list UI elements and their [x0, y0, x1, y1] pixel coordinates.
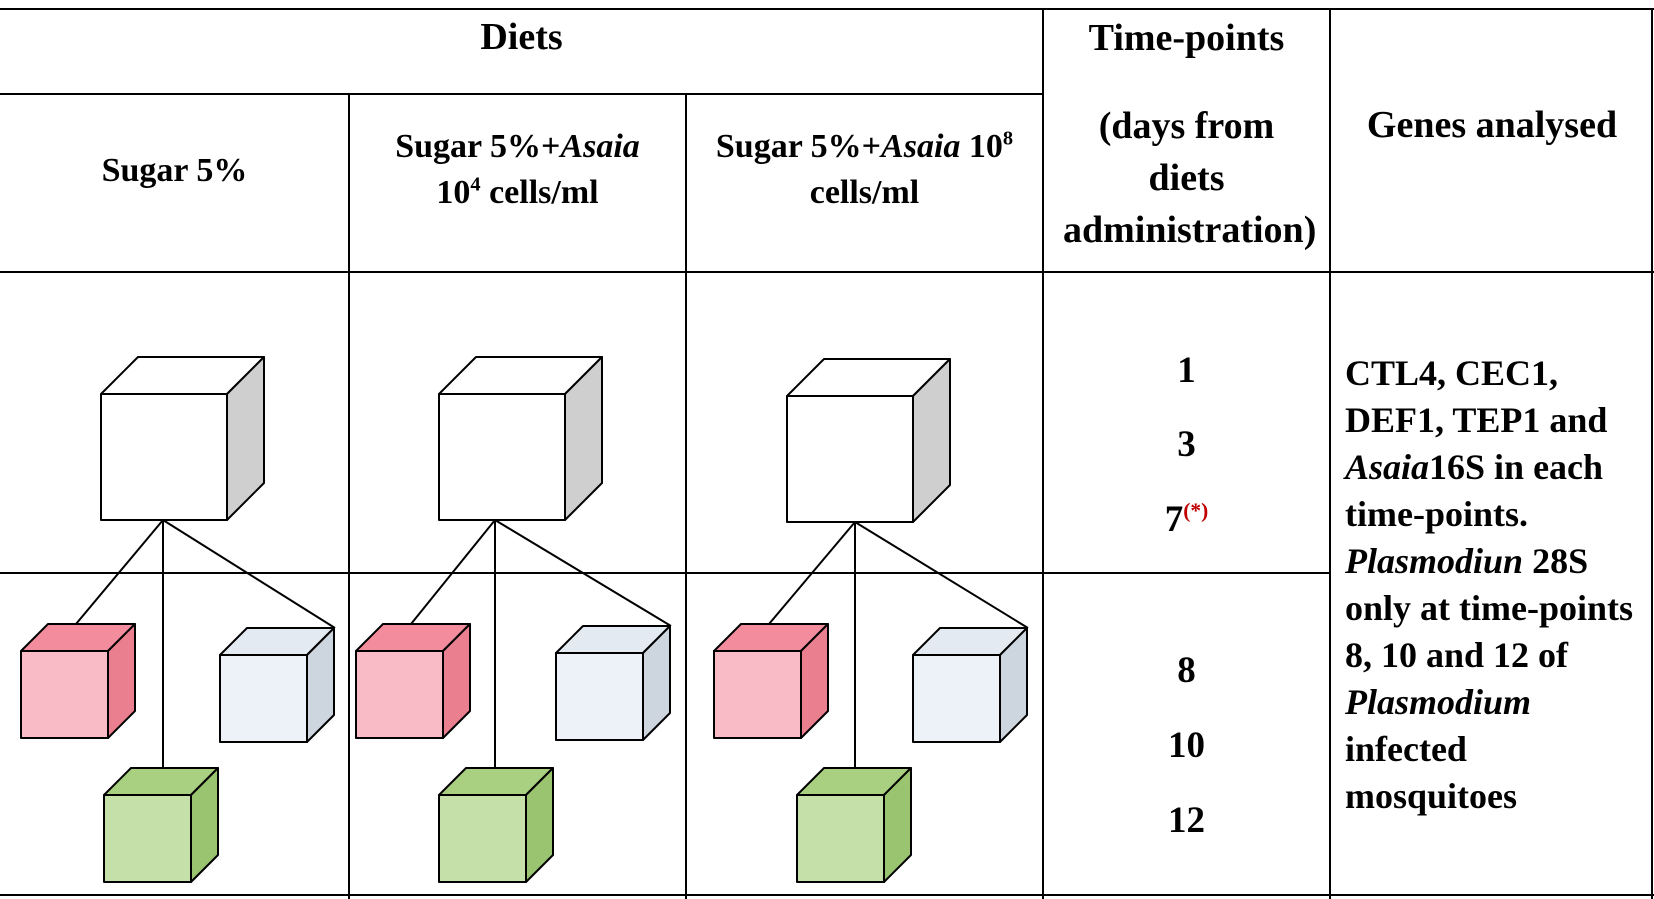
- genes-text-part3: 28S only at time-points 8, 10 and 12 of: [1345, 541, 1633, 675]
- diet-3-pink-cube-front: [713, 650, 802, 739]
- diet-asaia-high-label: Sugar 5%+Asaia 108 cells/ml: [686, 124, 1043, 216]
- diet-2-blue-cube-front: [555, 652, 644, 741]
- timepoints-header-line1: Time-points: [1088, 17, 1285, 59]
- diet-asaia-high-italic: Asaia: [881, 128, 961, 165]
- genes-text-italic2: Plasmodiun: [1345, 541, 1524, 581]
- timepoint-1: 1: [1177, 350, 1196, 391]
- diet-1-branch-pink: [75, 519, 164, 625]
- cube-trees: [20, 356, 1029, 883]
- genes-text-italic3: Plasmodium: [1345, 682, 1532, 722]
- genes-text-italic1: Asaia: [1345, 447, 1430, 487]
- timepoints-header-line2: (days from diets administration): [1063, 105, 1317, 251]
- genes-analysed-text: CTL4, CEC1, DEF1, TEP1 and Asaia16S in e…: [1345, 350, 1645, 820]
- diet-asaia-high-base: 10: [960, 128, 1003, 165]
- diet-asaia-low-base: 10: [436, 174, 471, 211]
- diet-asaia-high-prefix: Sugar 5%+: [715, 128, 882, 165]
- diet-1-green-cube-front: [103, 794, 192, 883]
- diet-sugar-label: Sugar 5%: [101, 152, 248, 189]
- timepoints-header: Time-points (days from diets administrat…: [1043, 12, 1330, 256]
- diet-asaia-low-prefix: Sugar 5%+: [395, 128, 561, 165]
- diet-1-parent-cube-front: [100, 393, 228, 521]
- diet-2-green-cube-front: [438, 794, 527, 883]
- diet-asaia-low-exponent: 4: [470, 173, 481, 196]
- timepoint-8: 8: [1177, 650, 1196, 691]
- diet-asaia-high-line1: Sugar 5%+Asaia 108: [686, 124, 1043, 170]
- timepoint-10: 10: [1168, 725, 1205, 766]
- timepoint-12: 12: [1168, 800, 1205, 841]
- diets-header: Diets: [480, 16, 563, 58]
- diet-1-pink-cube-front: [20, 650, 109, 739]
- timepoint-7-value: 7: [1164, 499, 1184, 540]
- diet-1-branch-blue: [162, 519, 336, 629]
- diet-asaia-high-exponent: 8: [1002, 127, 1014, 150]
- genes-text-part1: CTL4, CEC1, DEF1, TEP1 and: [1345, 353, 1608, 440]
- genes-text-part4: infected mosquitoes: [1345, 729, 1518, 816]
- diet-2-pink-cube-front: [355, 650, 444, 739]
- diet-asaia-low-italic: Asaia: [560, 128, 640, 165]
- diet-3-parent-cube-front: [786, 395, 914, 523]
- diet-3-green-cube-front: [796, 794, 885, 883]
- diet-3-blue-cube-front: [912, 654, 1001, 743]
- diet-asaia-low-line2: 104 cells/ml: [349, 170, 686, 216]
- diet-2-parent-cube-front: [438, 393, 566, 521]
- diet-2-branch-blue: [494, 519, 672, 627]
- timepoint-7: 7(*): [1043, 497, 1330, 543]
- diet-asaia-high-line2: cells/ml: [809, 174, 920, 211]
- timepoint-7-asterisk: (*): [1183, 498, 1209, 523]
- diet-asaia-low-line1: Sugar 5%+Asaia: [349, 124, 686, 170]
- genes-text-part2: 16S in each time-points.: [1345, 447, 1604, 534]
- genes-header: Genes analysed: [1366, 104, 1618, 146]
- timepoint-3: 3: [1177, 424, 1196, 465]
- diet-3-branch-blue: [854, 521, 1029, 629]
- diet-3-branch-pink: [768, 521, 856, 625]
- diet-1-blue-cube-front: [219, 654, 308, 743]
- diet-asaia-low-suffix: cells/ml: [480, 174, 599, 211]
- diet-2-branch-pink: [410, 519, 496, 625]
- diet-asaia-low-label: Sugar 5%+Asaia 104 cells/ml: [349, 124, 686, 216]
- table-grid: [0, 8, 1654, 899]
